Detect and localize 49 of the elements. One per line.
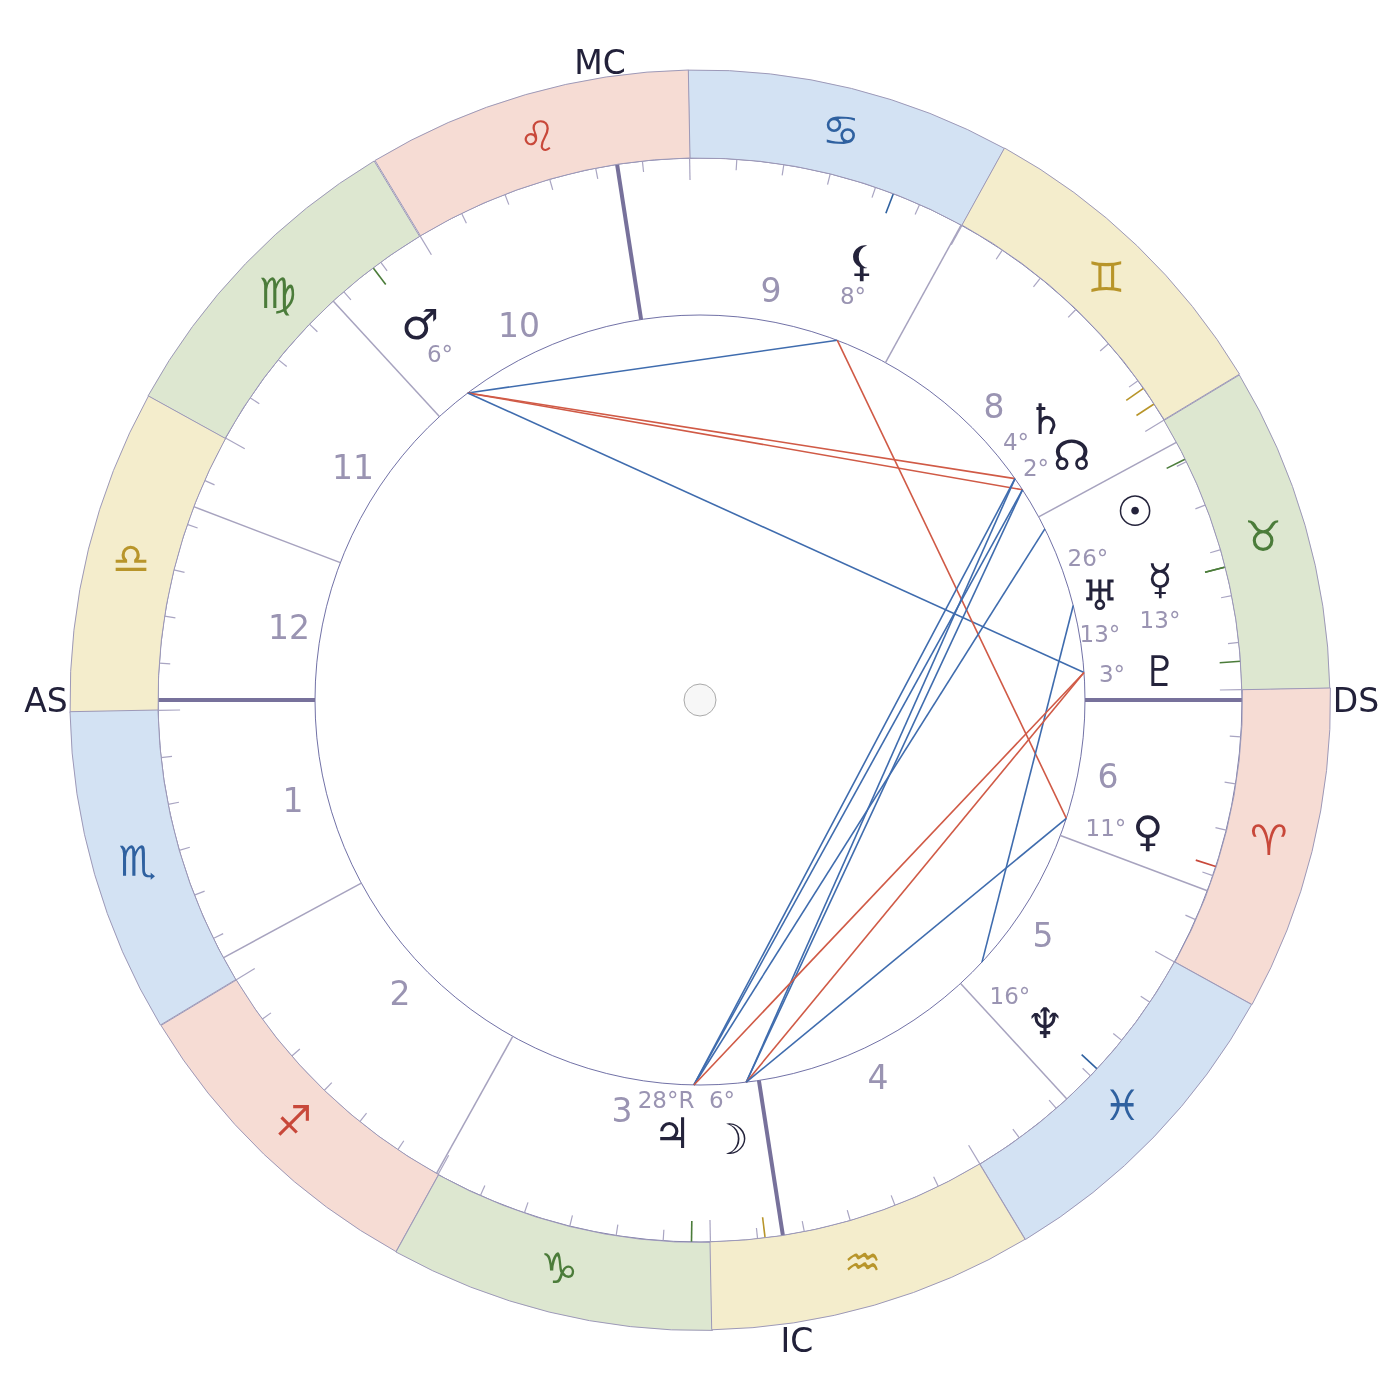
zodiac-sign-symbol: ♎	[112, 538, 150, 581]
house-number: 2	[389, 976, 411, 1010]
angle-label: DS	[1332, 683, 1380, 717]
degree-label: 13°	[1139, 608, 1181, 632]
degree-label: 3°	[1098, 662, 1126, 686]
house-number: 9	[760, 273, 782, 307]
degree-label: 28°R	[637, 1088, 695, 1112]
zodiac-sign-symbol: ♉	[1244, 516, 1282, 559]
zodiac-sign-symbol: ♍	[258, 272, 297, 315]
zodiac-sign-symbol: ♑	[540, 1247, 579, 1290]
zodiac-sign-symbol: ♐	[274, 1101, 313, 1144]
aspect-line	[836, 339, 1068, 820]
degree-label: 2°	[1022, 456, 1050, 480]
degree-label: 13°	[1079, 622, 1121, 646]
planet-symbol: ☿	[1147, 559, 1173, 601]
degree-label: 11°	[1085, 816, 1127, 840]
house-number: 11	[332, 450, 374, 484]
zodiac-sign-symbol: ♈	[1250, 819, 1288, 862]
house-number: 8	[983, 389, 1005, 423]
zodiac-sign-symbol: ♓	[1103, 1085, 1142, 1128]
angle-label: IC	[780, 1323, 814, 1357]
aspect-line	[981, 604, 1075, 963]
zodiac-sign-symbol: ♒	[843, 1242, 882, 1284]
angle-label: MC	[574, 45, 626, 79]
angle-label: AS	[24, 683, 68, 717]
house-number: 3	[611, 1093, 633, 1127]
planet-symbol: ♀	[1132, 811, 1164, 853]
planet-symbol: ☉	[1116, 491, 1154, 533]
degree-label: 8°	[839, 284, 867, 308]
aspect-line	[745, 817, 1068, 1083]
degree-label: 4°	[1002, 430, 1030, 454]
house-number: 6	[1097, 759, 1119, 793]
planet-symbol: ⚸	[846, 241, 878, 283]
house-number: 4	[867, 1060, 889, 1094]
aspect-line	[466, 392, 1085, 674]
zodiac-sign-symbol: ♊	[1087, 256, 1126, 299]
planet-symbol: ♇	[1141, 651, 1179, 693]
planet-symbol: ♅	[1081, 575, 1119, 617]
house-number: 10	[498, 308, 540, 342]
planet-symbol: ☽	[711, 1119, 749, 1161]
zodiac-sign-symbol: ♌	[518, 115, 557, 158]
zodiac-sign-symbol: ♏	[118, 841, 156, 884]
zodiac-sign-symbol: ♋	[821, 110, 860, 153]
planet-symbol: ♃	[653, 1113, 691, 1155]
degree-label: 6°	[708, 1088, 736, 1112]
degree-label: 26°	[1067, 546, 1109, 570]
house-number: 5	[1032, 918, 1054, 952]
house-number: 1	[282, 783, 304, 817]
house-number: 12	[268, 610, 310, 644]
